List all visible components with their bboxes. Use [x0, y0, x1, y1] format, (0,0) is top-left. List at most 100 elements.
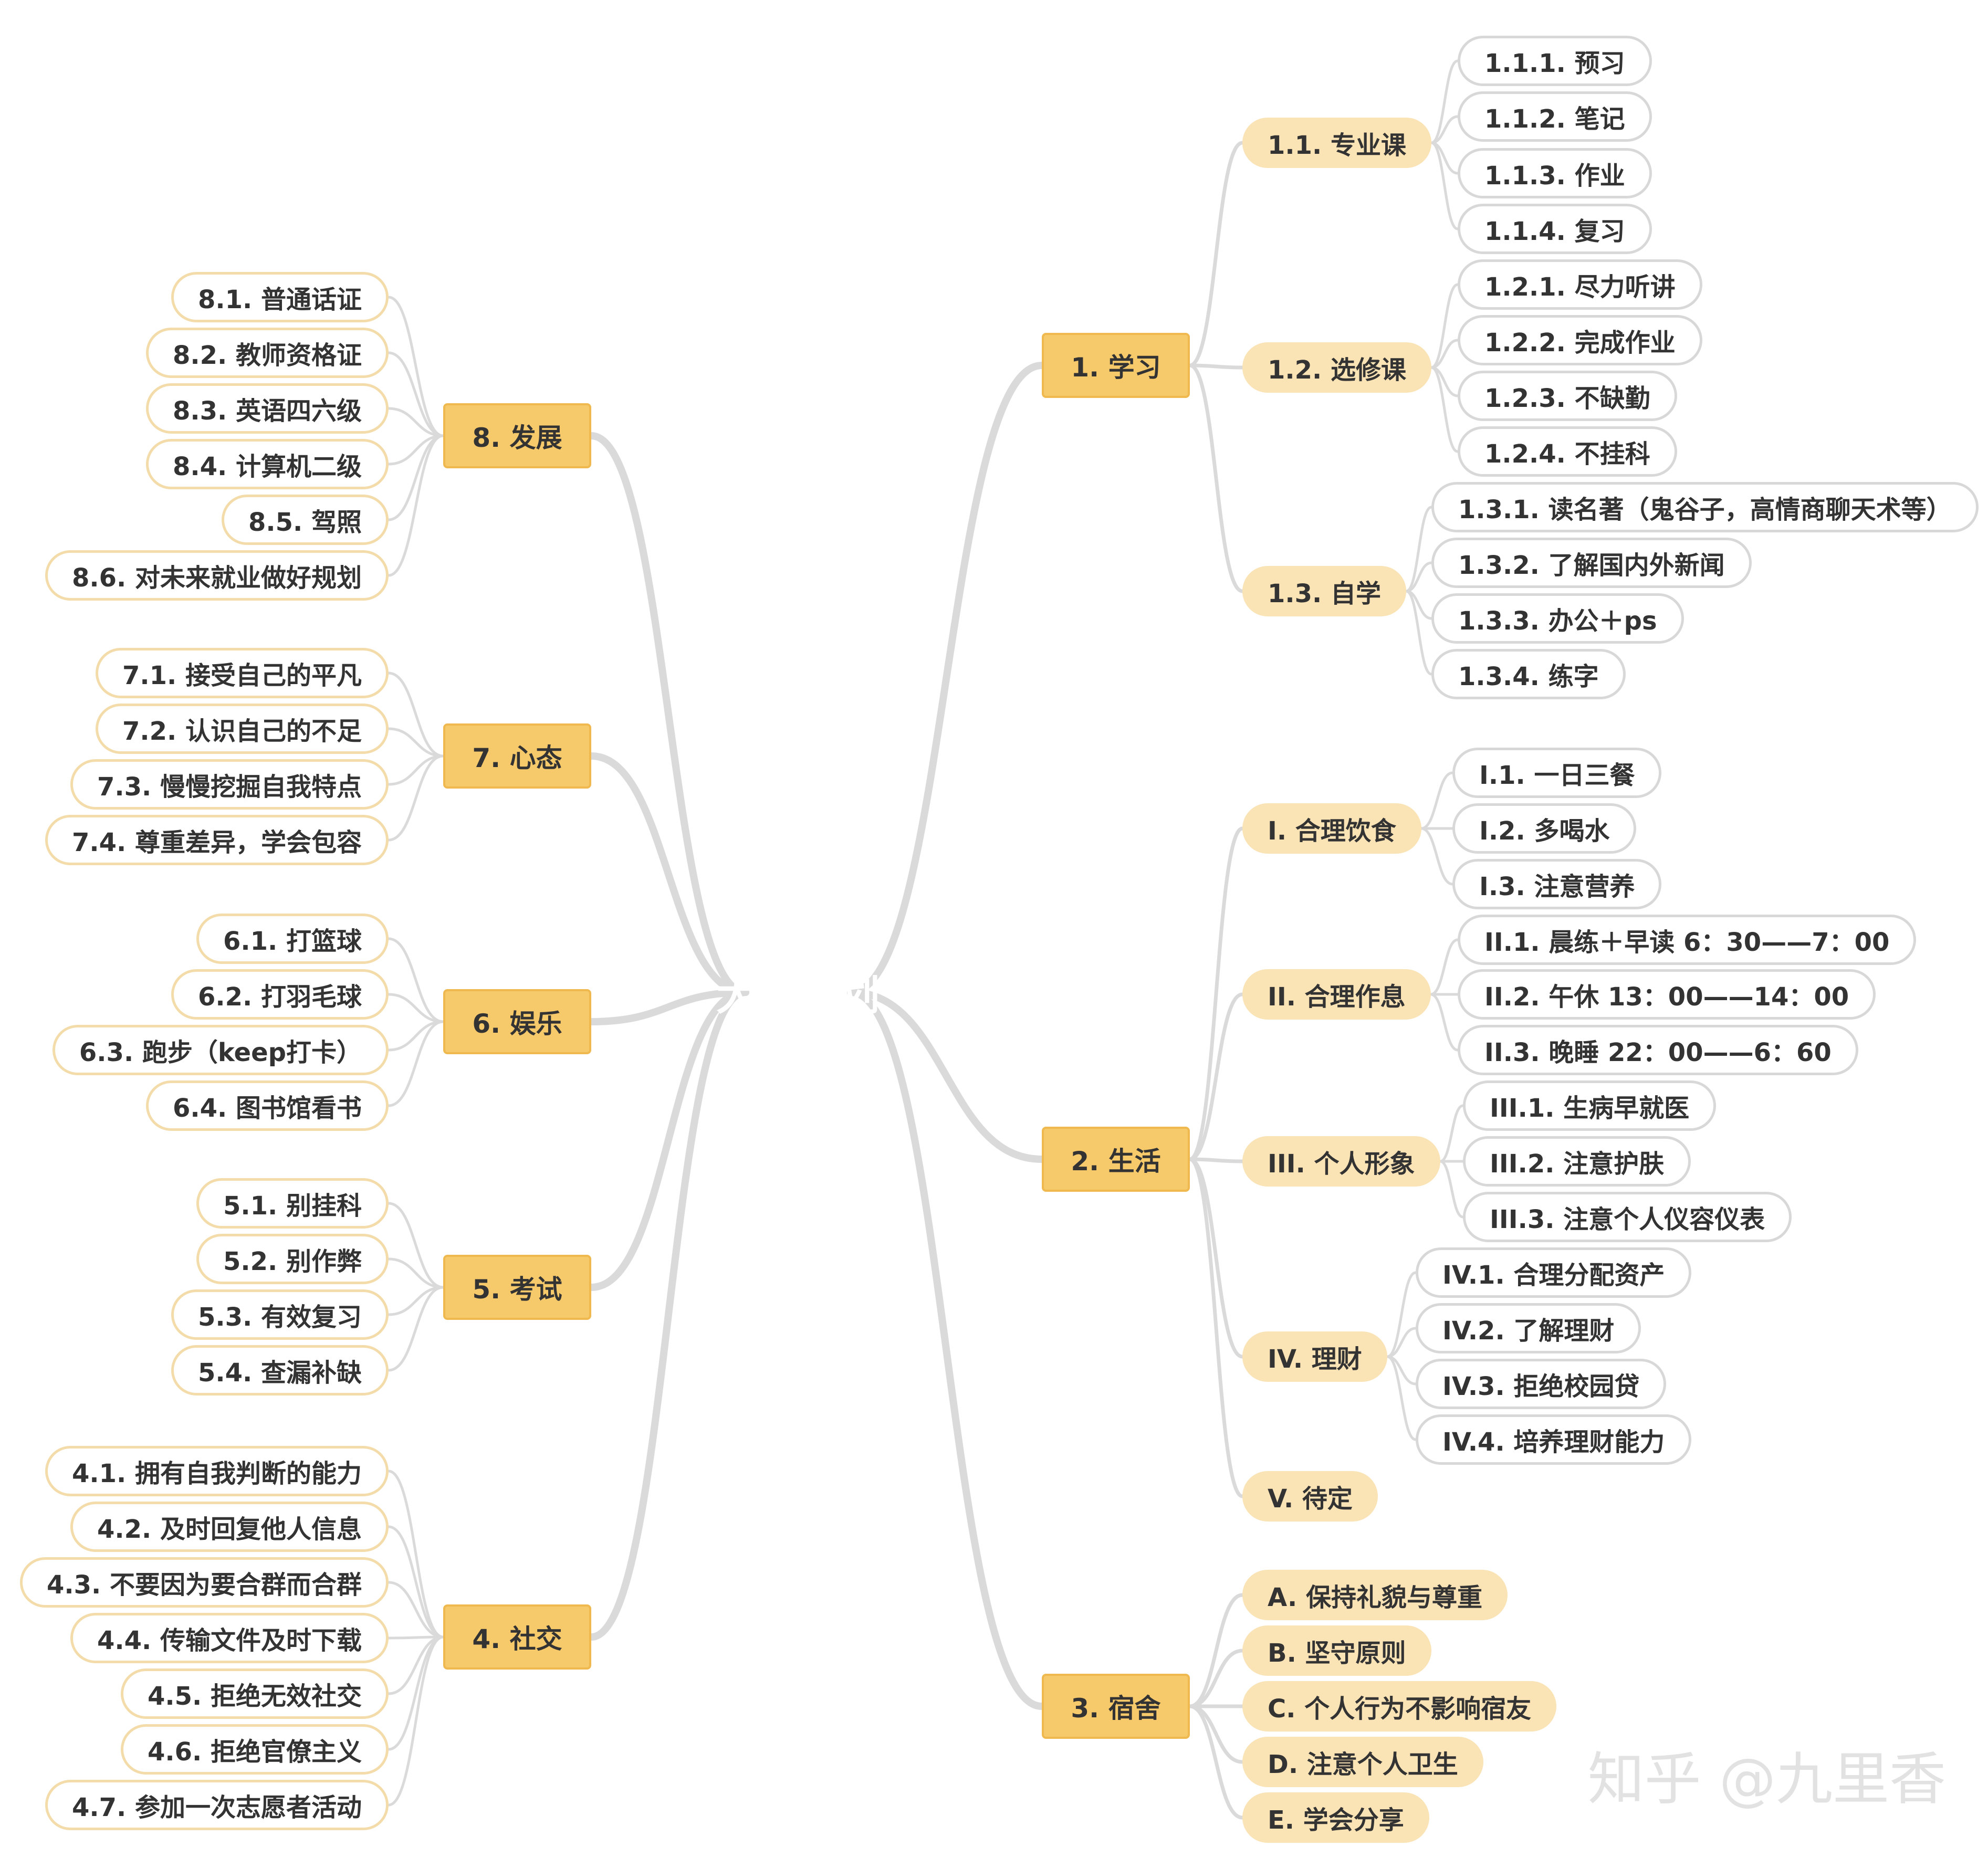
leaf-item[interactable]: 5.1. 别挂科 — [196, 1178, 389, 1229]
leaf-item[interactable]: 4.3. 不要因为要合群而合群 — [20, 1557, 389, 1608]
leaf-item[interactable]: 7.2. 认识自己的不足 — [96, 704, 389, 754]
sub-self-study[interactable]: 1.3. 自学 — [1242, 566, 1406, 616]
leaf-item[interactable]: II.3. 晚睡 22：00——6：60 — [1458, 1025, 1858, 1075]
sub-elective-courses[interactable]: 1.2. 选修课 — [1242, 342, 1431, 393]
branch-development[interactable]: 8. 发展 — [443, 403, 591, 468]
connector-line — [387, 1581, 445, 1639]
leaf-item[interactable]: 1.1.1. 预习 — [1458, 36, 1652, 86]
sub-hygiene[interactable]: D. 注意个人卫生 — [1242, 1737, 1483, 1787]
leaf-item[interactable]: 1.3.4. 练字 — [1431, 649, 1626, 699]
watermark: 知乎 @九里香 — [1587, 1747, 1946, 1812]
branch-dorm[interactable]: 3. 宿舍 — [1042, 1674, 1190, 1739]
leaf-item[interactable]: 5.3. 有效复习 — [171, 1289, 389, 1340]
leaf-item[interactable]: 7.4. 尊重差异，学会包容 — [45, 815, 389, 865]
leaf-item[interactable]: 5.2. 别作弊 — [196, 1234, 389, 1284]
leaf-item[interactable]: 8.6. 对未来就业做好规划 — [45, 550, 389, 601]
leaf-item[interactable]: III.1. 生病早就医 — [1463, 1080, 1717, 1131]
connector-line — [1386, 1271, 1417, 1358]
connector-line — [1439, 1160, 1464, 1219]
leaf-item[interactable]: IV.3. 拒绝校园贷 — [1416, 1359, 1667, 1409]
leaf-item[interactable]: 7.1. 接受自己的平凡 — [96, 648, 389, 698]
connector-line — [387, 1020, 445, 1052]
leaf-item[interactable]: 1.3.2. 了解国内外新闻 — [1431, 538, 1752, 588]
leaf-item[interactable]: II.1. 晨练＋早读 6：30——7：00 — [1458, 915, 1917, 965]
connector-line — [1430, 366, 1459, 453]
leaf-item[interactable]: 1.1.3. 作业 — [1458, 148, 1652, 198]
connector-line — [1429, 993, 1459, 1052]
leaf-item[interactable]: I.1. 一日三餐 — [1452, 748, 1662, 798]
connector-line — [1430, 283, 1459, 369]
leaf-item[interactable]: 1.3.3. 办公＋ps — [1431, 593, 1684, 644]
branch-exams[interactable]: 5. 考试 — [443, 1255, 591, 1320]
leaf-item[interactable]: II.2. 午休 13：00——14：00 — [1458, 969, 1876, 1020]
sub-finance[interactable]: IV. 理财 — [1242, 1331, 1387, 1382]
connector-line — [1430, 59, 1459, 144]
leaf-item[interactable]: 4.4. 传输文件及时下载 — [70, 1613, 389, 1663]
connector-line — [1188, 826, 1244, 1161]
leaf-item[interactable]: 1.2.1. 尽力听讲 — [1458, 259, 1702, 310]
connector-line — [1439, 1104, 1464, 1163]
leaf-item[interactable]: 8.1. 普通话证 — [171, 272, 389, 322]
sub-consideration[interactable]: C. 个人行为不影响宿友 — [1242, 1681, 1557, 1731]
connector-line — [847, 362, 1045, 996]
sub-routine[interactable]: II. 合理作息 — [1242, 969, 1431, 1020]
leaf-item[interactable]: 1.3.1. 读名著（鬼谷子，高情商聊天术等） — [1431, 482, 1979, 532]
connector-line — [1188, 141, 1244, 368]
sub-pending[interactable]: V. 待定 — [1242, 1471, 1378, 1521]
connector-line — [1405, 506, 1433, 593]
connector-line — [387, 1525, 445, 1639]
branch-life[interactable]: 2. 生活 — [1042, 1127, 1190, 1192]
branch-entertainment[interactable]: 6. 娱乐 — [443, 989, 591, 1054]
leaf-item[interactable]: 1.1.4. 复习 — [1458, 204, 1652, 254]
leaf-item[interactable]: 5.4. 查漏补缺 — [171, 1345, 389, 1395]
branch-study[interactable]: 1. 学习 — [1042, 333, 1190, 398]
leaf-item[interactable]: IV.4. 培养理财能力 — [1416, 1414, 1692, 1465]
leaf-item[interactable]: 1.2.4. 不挂科 — [1458, 426, 1677, 477]
sub-sharing[interactable]: E. 学会分享 — [1242, 1792, 1429, 1843]
sub-principles[interactable]: B. 坚守原则 — [1242, 1625, 1431, 1676]
connector-line — [1405, 590, 1433, 676]
leaf-item[interactable]: 6.4. 图书馆看书 — [146, 1080, 389, 1131]
connector-line — [387, 754, 445, 786]
connector-line — [387, 296, 445, 437]
sub-healthy-diet[interactable]: I. 合理饮食 — [1242, 803, 1421, 854]
connector-line — [1188, 1704, 1244, 1764]
leaf-item[interactable]: 6.1. 打篮球 — [196, 914, 389, 964]
leaf-item[interactable]: 8.3. 英语四六级 — [146, 383, 389, 434]
leaf-item[interactable]: 1.2.3. 不缺勤 — [1458, 371, 1677, 421]
connector-line — [847, 989, 1045, 1163]
connector-line — [1188, 1157, 1244, 1163]
connector-line — [1420, 771, 1454, 830]
leaf-item[interactable]: 6.2. 打羽毛球 — [171, 969, 389, 1020]
center-topic-title[interactable]: 大学规划 — [716, 972, 881, 1020]
leaf-item[interactable]: 8.4. 计算机二级 — [146, 439, 389, 489]
connector-line — [1430, 339, 1459, 369]
leaf-item[interactable]: I.2. 多喝水 — [1452, 803, 1637, 854]
sub-personal-image[interactable]: III. 个人形象 — [1242, 1136, 1440, 1187]
branch-mindset[interactable]: 7. 心态 — [443, 723, 591, 789]
leaf-item[interactable]: I.3. 注意营养 — [1452, 859, 1662, 909]
leaf-item[interactable]: 7.3. 慢慢挖掘自我特点 — [70, 759, 389, 810]
sub-major-courses[interactable]: 1.1. 专业课 — [1242, 118, 1431, 168]
leaf-item[interactable]: 1.1.2. 笔记 — [1458, 91, 1652, 142]
leaf-item[interactable]: III.3. 注意个人仪容仪表 — [1463, 1192, 1792, 1242]
sub-courtesy[interactable]: A. 保持礼貌与尊重 — [1242, 1570, 1508, 1620]
leaf-item[interactable]: 4.7. 参加一次志愿者活动 — [45, 1780, 389, 1830]
branch-social[interactable]: 4. 社交 — [443, 1604, 591, 1670]
connector-line — [387, 407, 445, 437]
leaf-item[interactable]: IV.2. 了解理财 — [1416, 1303, 1641, 1353]
leaf-item[interactable]: 4.6. 拒绝官僚主义 — [121, 1724, 389, 1775]
leaf-item[interactable]: 4.1. 拥有自我判断的能力 — [45, 1446, 389, 1496]
connector-line — [387, 434, 445, 466]
leaf-item[interactable]: 1.2.2. 完成作业 — [1458, 315, 1702, 365]
leaf-item[interactable]: 8.2. 教师资格证 — [146, 328, 389, 378]
leaf-item[interactable]: 8.5. 驾照 — [222, 495, 389, 545]
connector-line — [387, 1020, 445, 1107]
leaf-item[interactable]: 4.2. 及时回复他人信息 — [70, 1502, 389, 1552]
leaf-item[interactable]: 6.3. 跑步（keep打卡） — [52, 1025, 389, 1075]
leaf-item[interactable]: III.2. 注意护肤 — [1463, 1136, 1691, 1187]
leaf-item[interactable]: IV.1. 合理分配资产 — [1416, 1247, 1692, 1298]
leaf-item[interactable]: 4.5. 拒绝无效社交 — [121, 1668, 389, 1719]
connector-line — [1386, 1355, 1417, 1441]
connector-line — [1430, 115, 1459, 144]
